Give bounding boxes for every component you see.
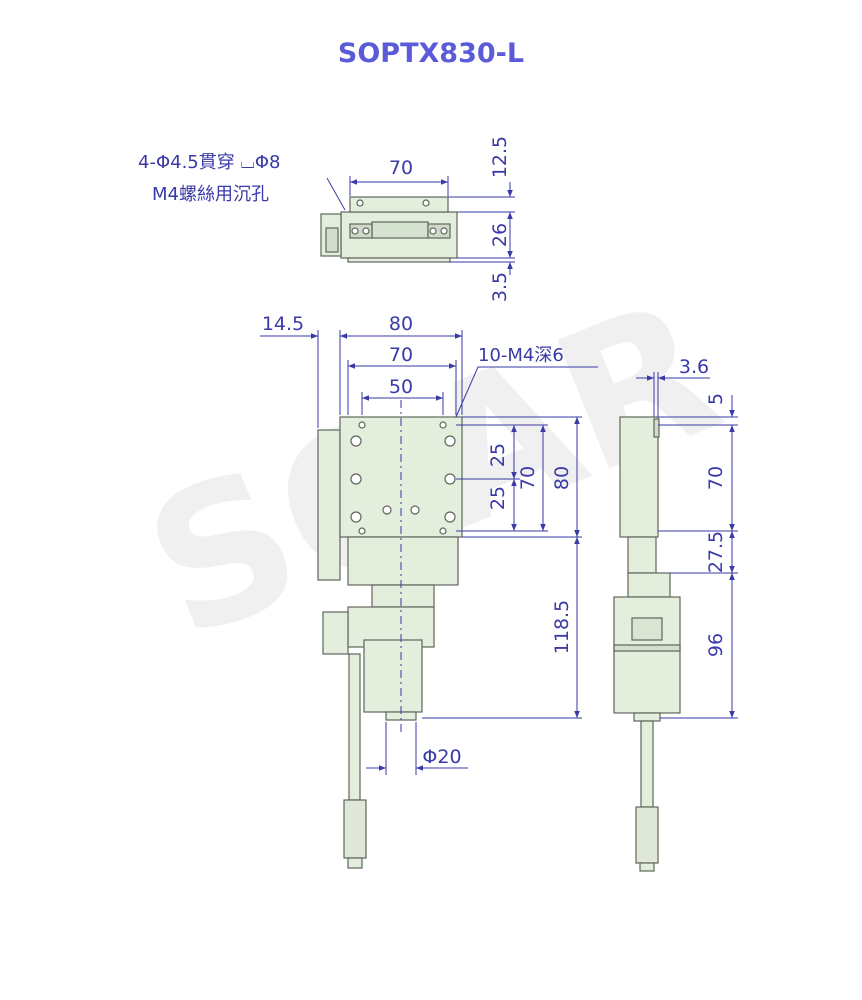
front-height-80-label: 80 xyxy=(551,466,573,490)
top-view-bracket-detail xyxy=(325,227,339,253)
page-title: SOPTX830-L xyxy=(338,38,524,69)
front-view xyxy=(317,416,463,869)
top-height-top-label: 12.5 xyxy=(489,136,511,178)
front-offset-label: 14.5 xyxy=(262,313,304,335)
top-view-screw-5 xyxy=(356,199,364,207)
side-motor-label-plate xyxy=(631,617,663,641)
side-step xyxy=(627,572,671,598)
front-dimensions xyxy=(260,330,598,775)
front-width-50-label: 50 xyxy=(389,376,413,398)
top-view-screw-1 xyxy=(351,227,359,235)
front-height-118-label: 118.5 xyxy=(551,600,573,654)
side-connector xyxy=(635,806,659,864)
top-view-inner-rail xyxy=(371,221,429,239)
top-view-screw-4 xyxy=(440,227,448,235)
front-coupling-housing xyxy=(371,584,435,608)
front-connector xyxy=(343,799,367,859)
hole-note-line1: 4-Φ4.5貫穿 ⌴Φ8 xyxy=(138,152,280,173)
side-height-96-label: 96 xyxy=(705,633,727,657)
top-view-bottom-lip xyxy=(347,257,451,263)
front-motor xyxy=(363,639,423,713)
front-lower-carriage xyxy=(347,536,459,586)
top-view-screw-3 xyxy=(429,227,437,235)
front-side-block xyxy=(322,611,349,655)
side-thick-label: 3.6 xyxy=(679,356,709,378)
side-shaft xyxy=(633,712,661,722)
side-table xyxy=(619,416,659,538)
side-connector-tip xyxy=(639,862,655,872)
hole-note-line2: M4螺絲用沉孔 xyxy=(152,184,269,205)
front-hole-note: 10-M4深6 xyxy=(478,345,564,366)
top-height-bottom-label: 3.5 xyxy=(489,272,511,302)
front-left-bracket xyxy=(317,429,341,581)
side-height-70-label: 70 xyxy=(705,466,727,490)
front-width-80-label: 80 xyxy=(389,313,413,335)
top-view xyxy=(320,196,458,263)
top-height-mid-label: 26 xyxy=(489,223,511,247)
side-dimensions xyxy=(636,372,738,719)
front-cable xyxy=(348,653,361,801)
side-lower-carriage xyxy=(627,536,657,574)
front-shaft-dia-label: Φ20 xyxy=(422,746,461,768)
front-width-70-label: 70 xyxy=(389,344,413,366)
top-width-label: 70 xyxy=(389,157,413,179)
side-motor-band xyxy=(613,644,681,652)
side-height-27-label: 27.5 xyxy=(705,531,727,573)
side-top-label: 5 xyxy=(705,393,727,405)
front-pitch-a-label: 25 xyxy=(487,443,509,467)
front-tapped-holes xyxy=(350,421,456,535)
side-cable xyxy=(640,720,654,808)
top-view-top-plate xyxy=(349,196,449,213)
side-top-tab xyxy=(653,418,660,438)
front-pitch-b-label: 25 xyxy=(487,486,509,510)
front-height-70-label: 70 xyxy=(517,466,539,490)
side-motor xyxy=(613,596,681,714)
top-view-dimensions xyxy=(326,176,515,275)
top-view-screw-2 xyxy=(362,227,370,235)
front-connector-tip xyxy=(347,857,363,869)
side-view xyxy=(613,416,681,872)
top-view-screw-6 xyxy=(422,199,430,207)
